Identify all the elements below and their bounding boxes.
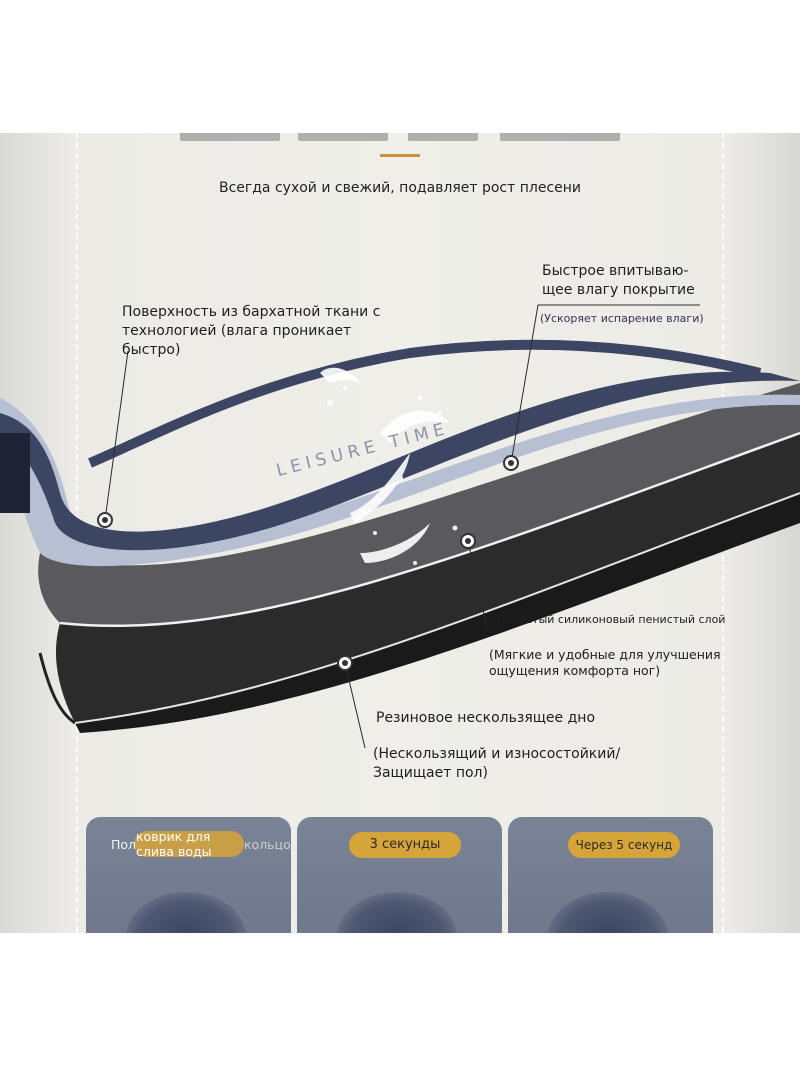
card1-text-left: Пол bbox=[111, 837, 137, 852]
product-panel: Всегда сухой и свежий, подавляет рост пл… bbox=[0, 133, 800, 933]
label-rubber-title: Резиновое нескользящее дно bbox=[376, 710, 596, 726]
card1-text-overlay: коврик для слива воды bbox=[136, 829, 212, 859]
time-pill-1 bbox=[134, 831, 244, 857]
fabric-layer bbox=[0, 371, 800, 551]
label-absorb-note: (Ускоряет испарение влаги) bbox=[540, 312, 704, 325]
wet-spot bbox=[337, 892, 457, 933]
card1-text-right: кольцо bbox=[244, 837, 291, 852]
absorb-layer bbox=[38, 383, 800, 626]
cropped-title bbox=[180, 133, 620, 141]
label-absorb-title: Быстрое впитываю- щее влагу покрытие bbox=[542, 263, 695, 298]
label-foam-note: (Мягкие и удобные для улучшения ощущения… bbox=[489, 647, 721, 678]
label-surface: Поверхность из бархатной ткани с техноло… bbox=[122, 304, 381, 358]
callout-dots bbox=[97, 455, 519, 671]
foam-layer bbox=[55, 433, 800, 723]
time-pill-2: 3 секунды bbox=[349, 832, 461, 858]
wet-spot bbox=[548, 892, 668, 933]
demo-card-2: 3 секунды bbox=[297, 817, 502, 933]
label-foam-title: Пористый силиконовый пенистый слой bbox=[497, 613, 726, 626]
mat-layers-illustration: LEISURE TIME bbox=[0, 304, 800, 749]
wet-spot bbox=[126, 892, 246, 933]
demo-card-1: Пол коврик для слива воды кольцо bbox=[86, 817, 291, 933]
label-rubber-note: (Нескользящий и износостойкий/ Защищает … bbox=[373, 746, 621, 781]
time-pill-3: Через 5 секунд bbox=[568, 832, 680, 858]
page-subtitle: Всегда сухой и свежий, подавляет рост пл… bbox=[218, 180, 582, 196]
leader-lines bbox=[104, 304, 700, 749]
demo-card-3: Через 5 секунд bbox=[508, 817, 713, 933]
water-splash bbox=[320, 367, 458, 565]
accent-bar bbox=[380, 154, 420, 157]
